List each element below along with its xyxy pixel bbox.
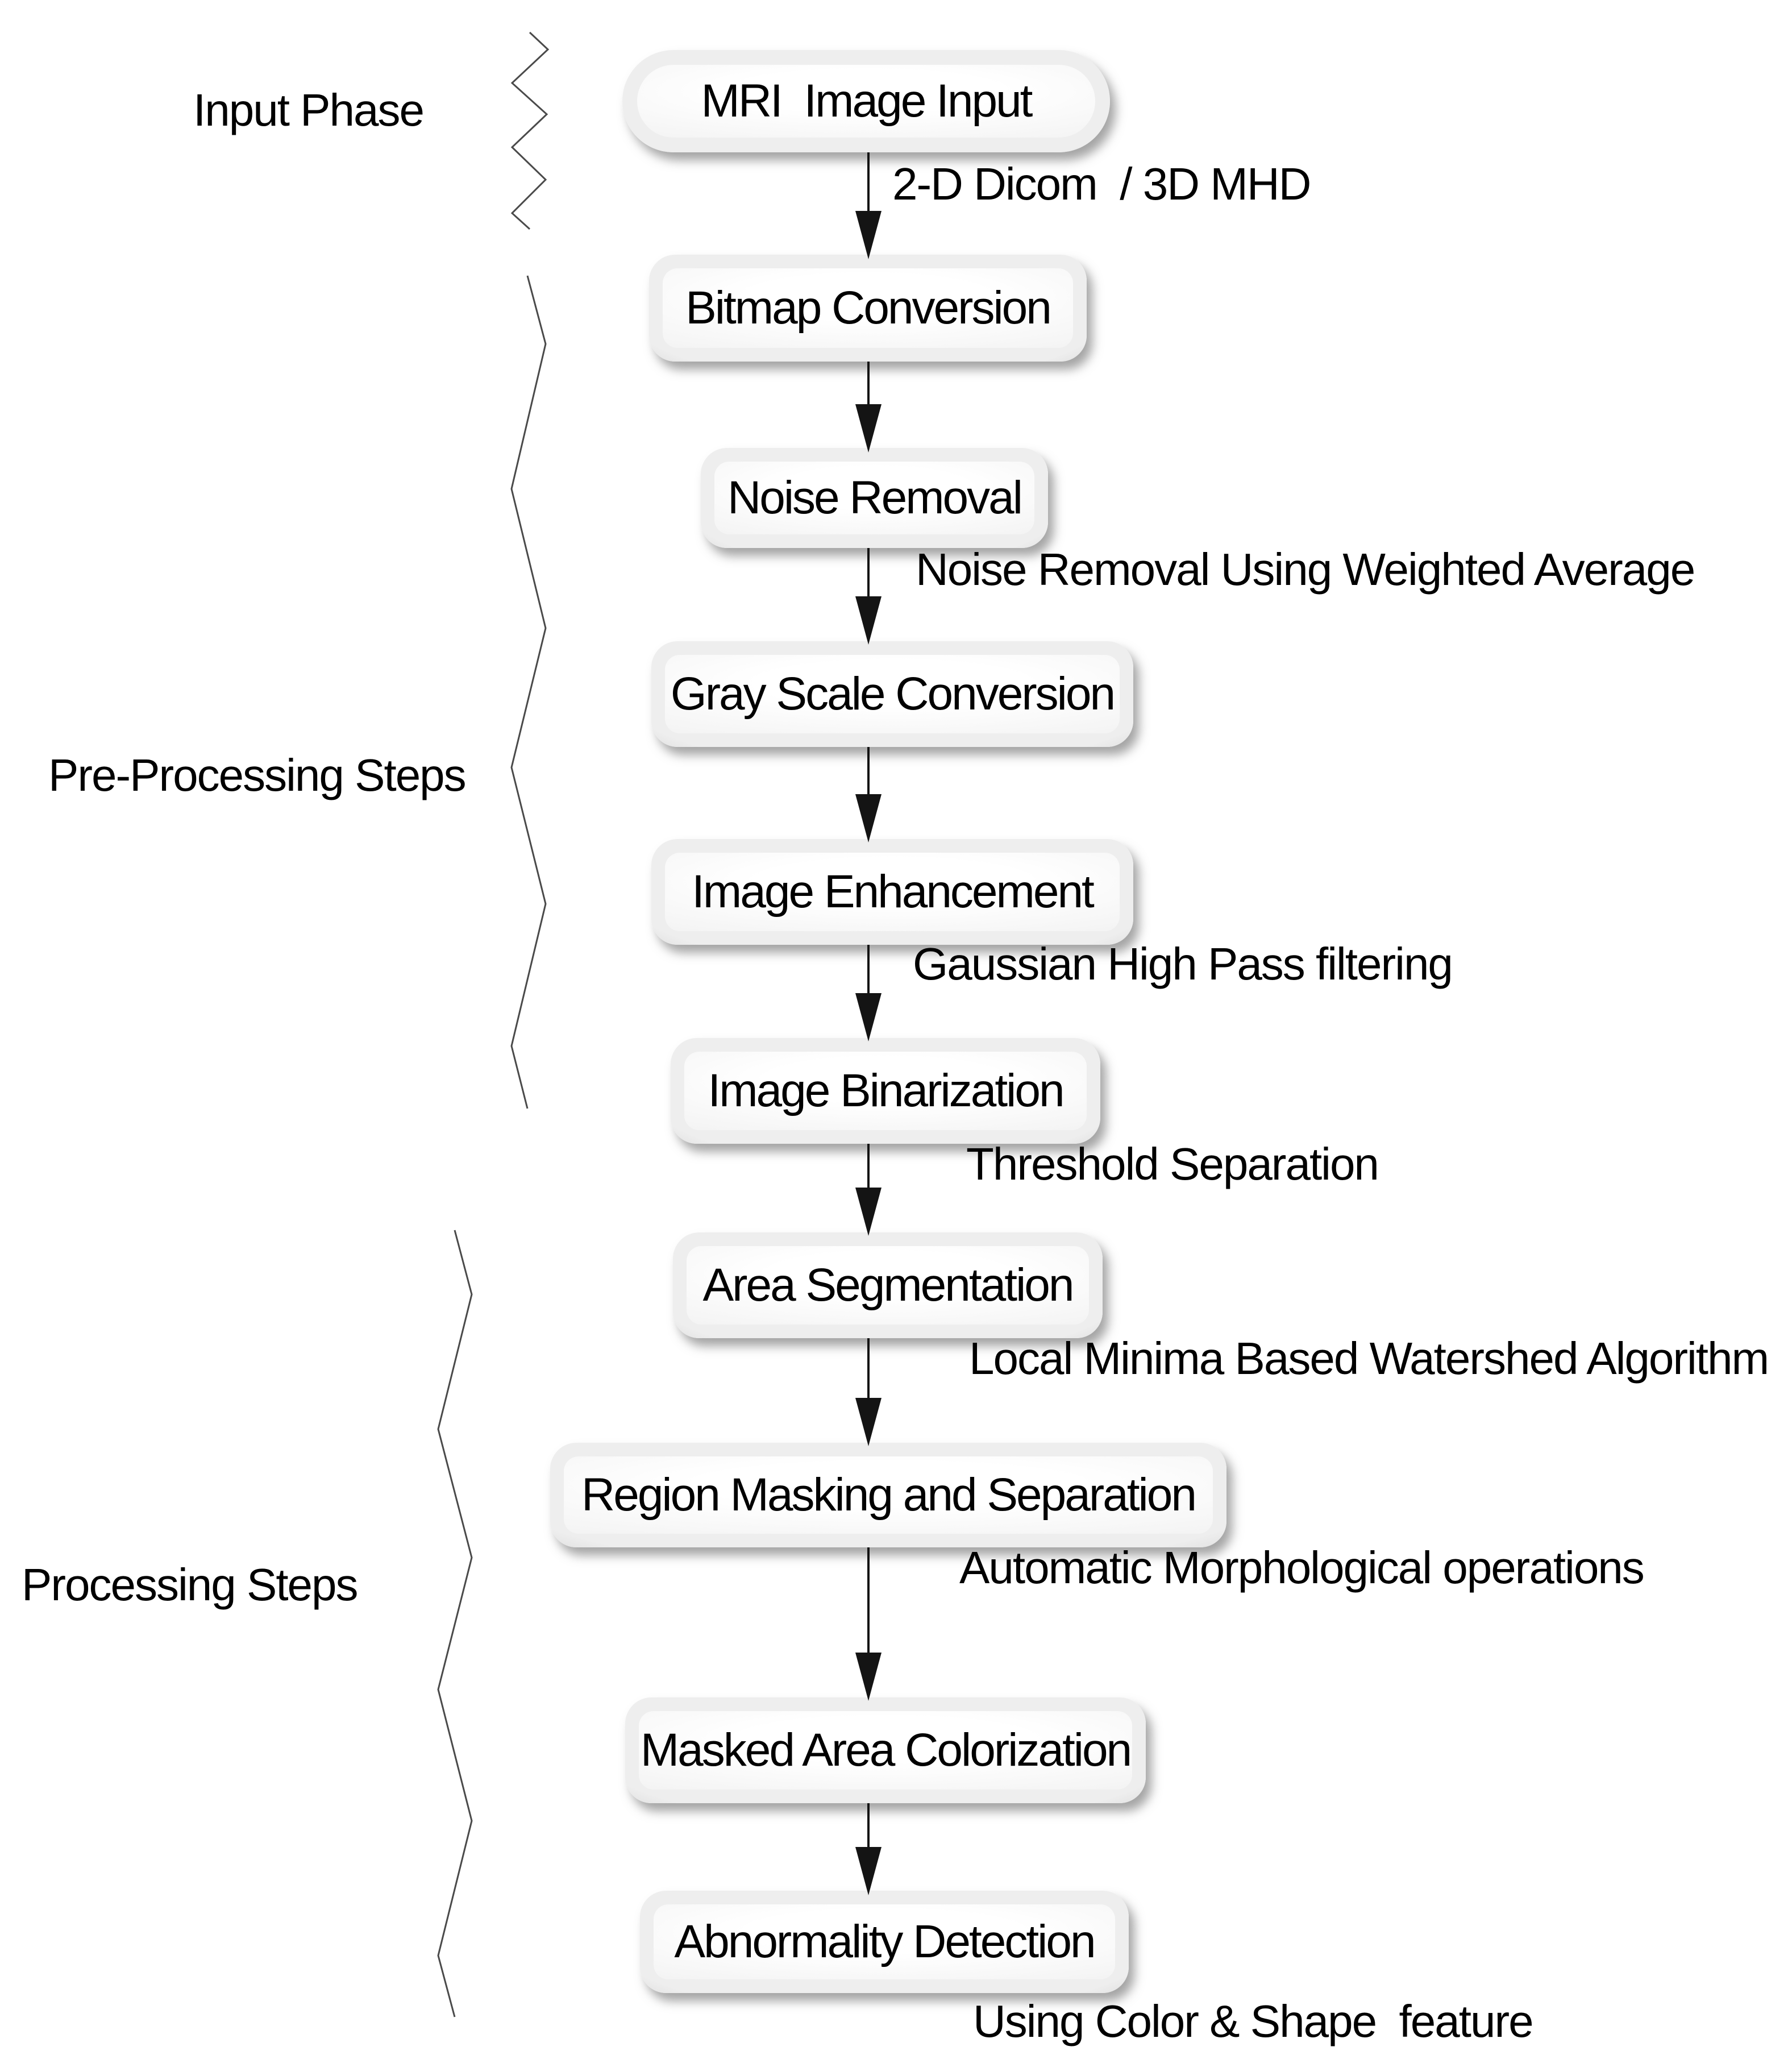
node-fill [564, 1456, 1213, 1534]
edge-label-weighted-average: Noise Removal Using Weighted Average [916, 544, 1695, 595]
node-fill [665, 853, 1120, 931]
node-abnormality-detection: Abnormality Detection [640, 1891, 1129, 1993]
flow-arrow [855, 747, 882, 842]
node-fill [684, 1052, 1087, 1130]
flow-arrow [855, 1338, 882, 1446]
node-bitmap-conversion: Bitmap Conversion [649, 255, 1087, 362]
flow-arrow [855, 548, 882, 645]
node-label: Bitmap Conversion [685, 282, 1052, 334]
node-fill [714, 462, 1034, 534]
phase-label-pre-processing-steps: Pre-Processing Steps [48, 750, 467, 800]
flow-arrow [855, 945, 882, 1041]
brace-input-phase [510, 31, 550, 230]
brace-processing-steps [437, 1230, 473, 2018]
node-gray-scale-conversion: Gray Scale Conversion [651, 641, 1133, 747]
node-fill [663, 268, 1073, 348]
node-label: Area Segmentation [702, 1259, 1074, 1311]
node-image-binarization: Image Binarization [671, 1038, 1100, 1144]
edge-label-dicom-mhd: 2-D Dicom / 3D MHD [892, 159, 1311, 209]
edge-label-watershed-algorithm: Local Minima Based Watershed Algorithm [969, 1333, 1769, 1384]
edge-label-color-shape-feature: Using Color & Shape feature [973, 1996, 1534, 2046]
node-fill [639, 1711, 1132, 1790]
flow-arrow [855, 1803, 882, 1895]
edge-label-morphological-operations: Automatic Morphological operations [959, 1542, 1645, 1593]
node-label: Abnormality Detection [674, 1916, 1096, 1967]
node-label: Noise Removal [727, 472, 1023, 524]
node-label: Image Enhancement [692, 866, 1095, 918]
node-mri-image-input: MRI Image Input [622, 50, 1110, 152]
node-label: Region Masking and Separation [581, 1469, 1197, 1521]
edge-label-threshold-separation: Threshold Separation [966, 1139, 1379, 1189]
phase-label-processing-steps: Processing Steps [22, 1559, 359, 1610]
node-area-segmentation: Area Segmentation [673, 1232, 1103, 1338]
node-fill [654, 1904, 1115, 1979]
node-image-enhancement: Image Enhancement [651, 839, 1133, 945]
node-noise-removal: Noise Removal [701, 448, 1048, 548]
node-masked-area-colorization: Masked Area Colorization [625, 1697, 1146, 1803]
node-region-masking-and-separation: Region Masking and Separation [550, 1443, 1226, 1547]
node-label: MRI Image Input [701, 75, 1033, 127]
brace-pre-processing-steps [510, 275, 547, 1109]
flow-arrow [855, 362, 882, 453]
flow-arrow [855, 1144, 882, 1236]
node-fill [637, 65, 1095, 138]
node-label: Image Binarization [708, 1065, 1065, 1116]
flow-arrow [855, 152, 882, 259]
flow-arrow [855, 1547, 882, 1701]
edge-label-gaussian-high-pass: Gaussian High Pass filtering [913, 939, 1453, 989]
node-fill [665, 655, 1120, 733]
node-label: Gray Scale Conversion [670, 668, 1116, 720]
phase-label-input-phase: Input Phase [193, 85, 425, 135]
node-label: Masked Area Colorization [640, 1724, 1132, 1776]
node-fill [687, 1246, 1089, 1325]
